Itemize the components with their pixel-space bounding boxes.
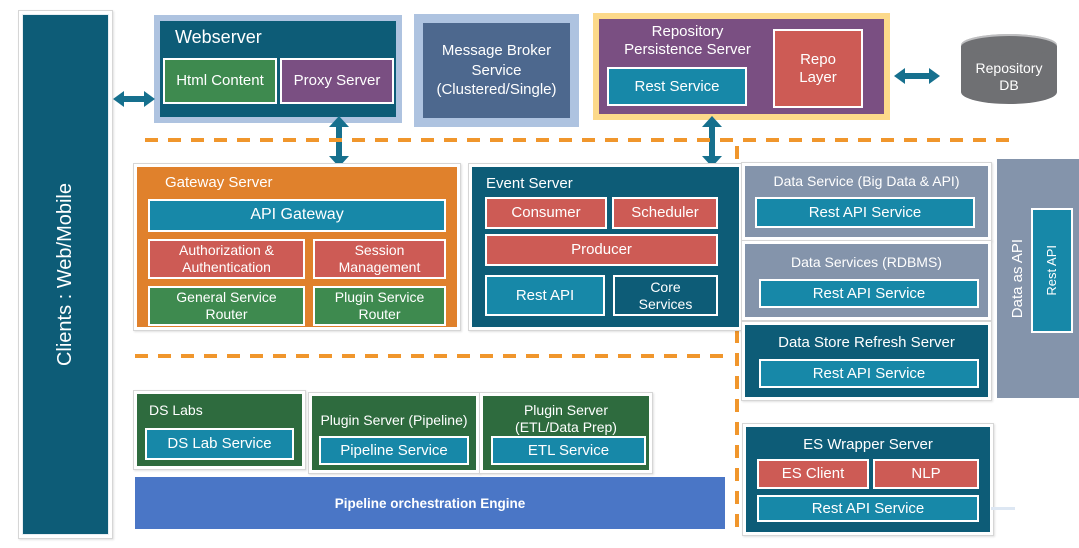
session-management-box: Session Management	[313, 239, 446, 279]
repo-db-arrow	[894, 68, 940, 84]
general-service-router-box: General Service Router	[148, 286, 305, 326]
es-client-box: ES Client	[757, 459, 869, 489]
repository-db-label: Repository DB	[975, 60, 1043, 93]
message-broker-line3: (Clustered/Single)	[436, 81, 557, 99]
html-content-box: Html Content	[163, 58, 277, 104]
data-store-refresh-box: Data Store Refresh Server Rest API Servi…	[745, 325, 988, 397]
repository-db-cylinder: Repository DB	[961, 34, 1057, 104]
repo-persistence-group: Repository Persistence Server Rest Servi…	[593, 13, 890, 120]
data-as-api-label: Data as API	[1008, 238, 1026, 319]
es-rest-api-service-box: Rest API Service	[757, 495, 979, 522]
data-store-refresh-group: Data Store Refresh Server Rest API Servi…	[741, 321, 992, 401]
data-services-rdbms-group: Data Services (RDBMS) Rest API Service	[741, 240, 992, 321]
top-dashed-separator	[145, 138, 1018, 142]
refresh-rest-api-service-box: Rest API Service	[759, 359, 979, 388]
message-broker-line1: Message Broker	[441, 42, 552, 60]
nlp-box: NLP	[873, 459, 979, 489]
plugin-pipeline-title: Plugin Server (Pipeline)	[320, 412, 468, 428]
message-broker-line2: Service	[471, 61, 522, 79]
webserver-box: Webserver Html Content Proxy Server	[160, 21, 396, 117]
bottom-dashed-separator	[135, 354, 729, 358]
es-wrapper-group: ES Wrapper Server ES Client NLP Rest API…	[742, 423, 994, 536]
data-store-refresh-title: Data Store Refresh Server	[778, 334, 955, 351]
bigdata-rest-api-service-box: Rest API Service	[755, 197, 975, 228]
gateway-server-box: Gateway Server API Gateway Authorization…	[137, 167, 457, 327]
message-broker-group: Message Broker Service (Clustered/Single…	[414, 14, 579, 127]
producer-box: Producer	[485, 234, 718, 266]
event-server-group: Event Server Consumer Scheduler Producer…	[468, 163, 743, 331]
data-service-bigdata-box: Data Service (Big Data & API) Rest API S…	[745, 166, 988, 237]
webserver-title: Webserver	[175, 27, 262, 47]
ds-lab-service-box: DS Lab Service	[145, 428, 294, 460]
scheduler-box: Scheduler	[612, 197, 718, 229]
ds-labs-box: DS Labs DS Lab Service	[137, 394, 302, 466]
ds-labs-title: DS Labs	[149, 402, 203, 418]
ds-labs-group: DS Labs DS Lab Service	[133, 390, 306, 470]
data-services-rdbms-title: Data Services (RDBMS)	[791, 254, 942, 270]
data-as-api-rest-box: Rest API	[1031, 208, 1073, 333]
data-as-api-bar: Data as API Rest API	[997, 159, 1079, 398]
gateway-server-group: Gateway Server API Gateway Authorization…	[133, 163, 461, 331]
data-services-rdbms-box: Data Services (RDBMS) Rest API Service	[745, 244, 988, 317]
repo-persistence-title: Repository Persistence Server	[624, 23, 751, 58]
clients-webserver-arrow	[113, 91, 155, 107]
vertical-dashed-separator	[735, 146, 739, 534]
cylinder-top	[961, 34, 1057, 56]
plugin-service-router-box: Plugin Service Router	[313, 286, 446, 326]
data-service-bigdata-title: Data Service (Big Data & API)	[773, 173, 960, 189]
rdbms-rest-api-service-box: Rest API Service	[759, 279, 979, 308]
repo-persistence-box: Repository Persistence Server Rest Servi…	[599, 19, 884, 114]
clients-bar-body: Clients : Web/Mobile	[22, 14, 109, 535]
clients-bar: Clients : Web/Mobile	[18, 10, 113, 539]
etl-service-box: ETL Service	[491, 436, 646, 465]
plugin-etl-title: Plugin Server (ETL/Data Prep)	[515, 402, 617, 435]
plugin-etl-box: Plugin Server (ETL/Data Prep) ETL Servic…	[483, 396, 649, 470]
plugin-pipeline-box: Plugin Server (Pipeline) Pipeline Servic…	[312, 396, 476, 470]
rest-api-box: Rest API	[485, 275, 605, 316]
data-as-api-label-wrap: Data as API	[999, 159, 1035, 398]
proxy-server-box: Proxy Server	[280, 58, 394, 104]
rest-service-box: Rest Service	[607, 67, 747, 106]
core-services-box: Core Services	[613, 275, 718, 316]
repo-layer-box: Repo Layer	[773, 29, 863, 108]
event-server-title: Event Server	[486, 175, 573, 192]
pipeline-orchestration-engine-bar: Pipeline orchestration Engine	[135, 477, 725, 529]
api-gateway-box: API Gateway	[148, 199, 446, 232]
message-broker-box: Message Broker Service (Clustered/Single…	[423, 23, 570, 118]
pipeline-service-box: Pipeline Service	[319, 436, 469, 465]
es-wrapper-box: ES Wrapper Server ES Client NLP Rest API…	[746, 427, 990, 532]
es-wrapper-title: ES Wrapper Server	[803, 436, 933, 453]
event-server-box: Event Server Consumer Scheduler Producer…	[472, 167, 739, 327]
authorization-box: Authorization & Authentication	[148, 239, 305, 279]
es-data-api-connector	[991, 507, 1015, 510]
clients-bar-label: Clients : Web/Mobile	[54, 182, 76, 367]
plugin-pipeline-group: Plugin Server (Pipeline) Pipeline Servic…	[308, 392, 480, 474]
data-service-bigdata-group: Data Service (Big Data & API) Rest API S…	[741, 162, 992, 241]
consumer-box: Consumer	[485, 197, 607, 229]
plugin-etl-group: Plugin Server (ETL/Data Prep) ETL Servic…	[479, 392, 653, 474]
gateway-server-title: Gateway Server	[165, 174, 273, 191]
webserver-group: Webserver Html Content Proxy Server	[154, 15, 402, 123]
